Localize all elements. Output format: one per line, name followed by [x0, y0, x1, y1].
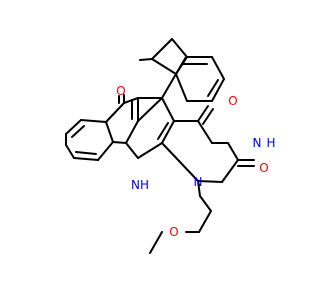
bond [65, 119, 82, 135]
bond [221, 159, 239, 183]
molecule-canvas: O O O O NH N H N [65, 38, 276, 254]
bond [211, 56, 225, 80]
bond [125, 120, 139, 144]
bond [197, 180, 223, 183]
bond [161, 97, 175, 122]
bond [197, 180, 201, 197]
c2-oxygen-label: O [259, 161, 268, 175]
bond [175, 73, 188, 102]
bond [97, 141, 114, 161]
bond [139, 58, 153, 61]
bond [151, 38, 173, 60]
bond [123, 97, 139, 104]
bond [202, 108, 214, 125]
bond [71, 125, 85, 138]
pyrimidine-nh-nitrogen-label: N [253, 136, 262, 150]
bond [197, 105, 209, 122]
bonds [65, 38, 255, 254]
bond [171, 38, 188, 58]
bond [149, 231, 163, 254]
bond [157, 122, 169, 140]
structure-drawing: O O O O NH N H N [65, 38, 276, 254]
bond [73, 157, 99, 161]
ring-nh-label: NH [131, 178, 149, 192]
bond [80, 119, 107, 123]
bond [161, 73, 177, 99]
bond [161, 142, 199, 182]
c4-oxygen-label: O [228, 94, 237, 108]
pyrimidine-nh-hydrogen-label: H [266, 136, 275, 150]
bond [75, 151, 97, 155]
bond [207, 79, 219, 97]
bond [197, 120, 213, 144]
bond [151, 58, 177, 75]
atom-labels: O O O O NH N H N [116, 84, 275, 239]
bond [161, 120, 175, 144]
n1-label: N [194, 175, 203, 189]
bond [65, 144, 75, 159]
bond [199, 195, 212, 212]
bond [137, 97, 163, 122]
ketone-oxygen-label: O [116, 84, 125, 98]
bond [137, 142, 163, 159]
bond [198, 210, 212, 233]
bond [105, 121, 114, 143]
bond [227, 142, 239, 161]
bond [211, 78, 225, 102]
bond [175, 56, 187, 75]
bond [125, 142, 139, 159]
bond [105, 102, 125, 123]
bond [112, 141, 127, 144]
ether-oxygen-label: O [169, 225, 178, 239]
